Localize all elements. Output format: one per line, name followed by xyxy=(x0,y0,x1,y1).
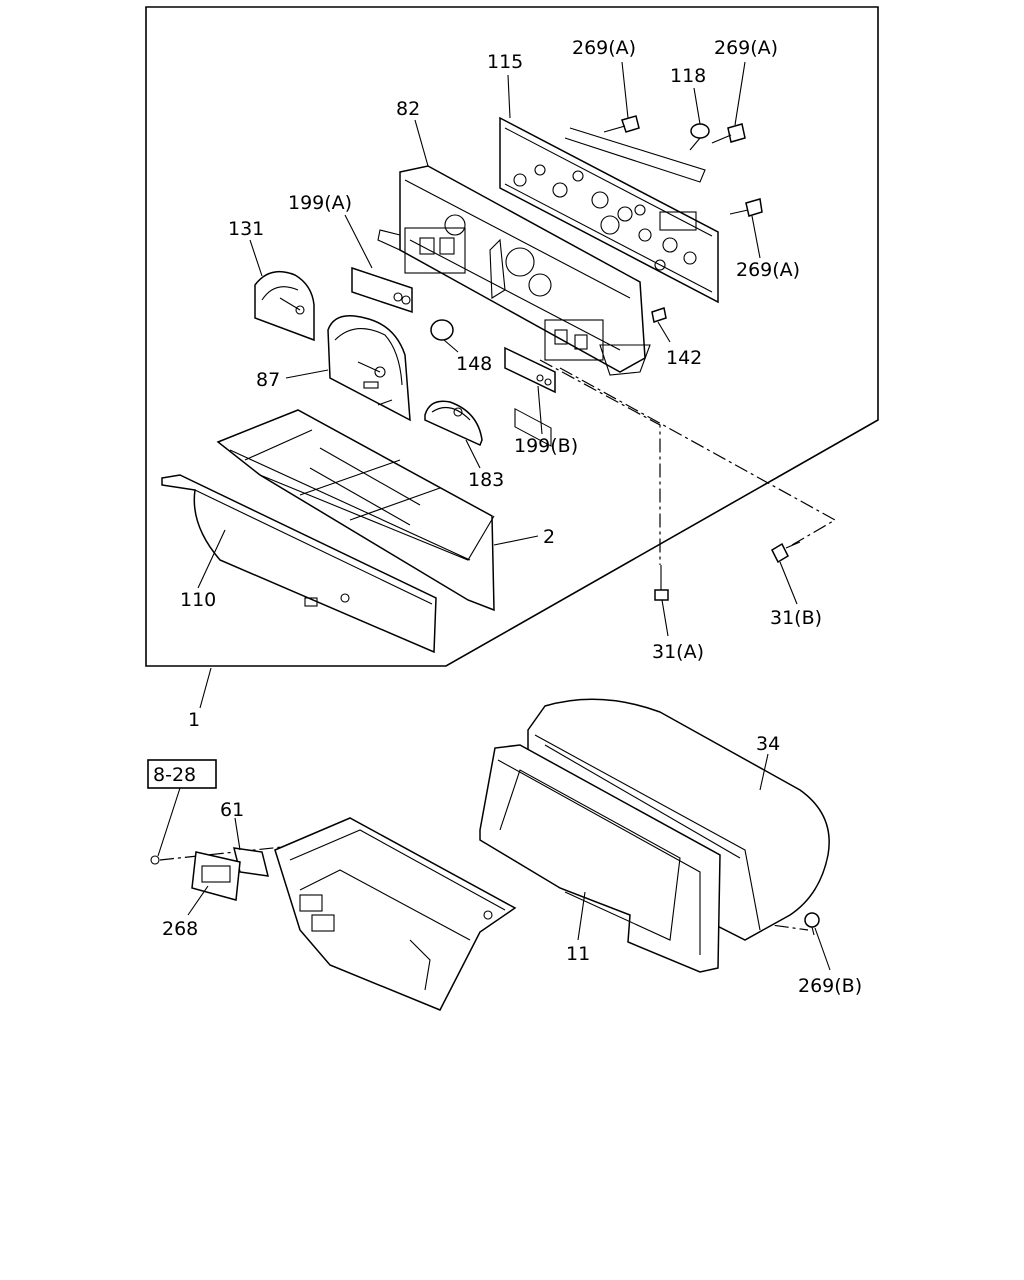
gauge-131 xyxy=(254,270,315,342)
callout-61: 61 xyxy=(220,799,244,821)
callout-87: 87 xyxy=(256,369,280,391)
callout-142: 142 xyxy=(666,347,702,369)
panel-110 xyxy=(161,474,437,654)
callout-269b: 269(B) xyxy=(798,975,862,997)
screw-269a-top xyxy=(603,115,640,133)
callout-2: 2 xyxy=(543,526,555,548)
callout-34: 34 xyxy=(756,733,780,755)
hood-34 xyxy=(527,698,830,941)
callout-110: 110 xyxy=(180,589,216,611)
callout-82: 82 xyxy=(396,98,420,120)
ref-box xyxy=(147,759,217,789)
screw-269a-side xyxy=(729,198,763,217)
callout-1: 1 xyxy=(188,709,200,731)
callout-199a: 199(A) xyxy=(288,192,352,214)
callout-269a-top: 269(A) xyxy=(572,37,636,59)
knob-148 xyxy=(430,319,454,341)
callout-199b: 199(B) xyxy=(514,435,578,457)
case-82 xyxy=(377,165,651,376)
plate-199b xyxy=(504,346,556,394)
screw-31b xyxy=(771,541,801,564)
gauge-183 xyxy=(424,400,483,447)
clip xyxy=(150,855,160,865)
screw-31a xyxy=(654,565,669,601)
callout-31b: 31(B) xyxy=(770,607,822,629)
callout-11: 11 xyxy=(566,943,590,965)
callout-183: 183 xyxy=(468,469,504,491)
assembly-boundary xyxy=(145,6,879,667)
screw-269b xyxy=(804,912,820,936)
speedometer-87 xyxy=(327,315,411,422)
callout-118: 118 xyxy=(670,65,706,87)
ref-box-label: 8-28 xyxy=(153,764,196,786)
callout-131: 131 xyxy=(228,218,264,240)
screw-269a-right xyxy=(711,123,746,144)
rear-panel-115 xyxy=(499,116,719,447)
callout-148: 148 xyxy=(456,353,492,375)
plate-199a xyxy=(351,266,413,314)
callout-115: 115 xyxy=(487,51,523,73)
bezel-268 xyxy=(191,851,241,901)
connector-142 xyxy=(651,307,667,323)
callout-31a: 31(A) xyxy=(652,641,704,663)
callout-269a-side: 269(A) xyxy=(736,259,800,281)
bulb-118 xyxy=(689,123,710,151)
bezel-11 xyxy=(479,744,721,973)
dashboard xyxy=(274,817,517,1011)
callout-268: 268 xyxy=(162,918,198,940)
leader-lines xyxy=(157,61,831,971)
callout-269a-right: 269(A) xyxy=(714,37,778,59)
lens-2 xyxy=(216,409,495,612)
